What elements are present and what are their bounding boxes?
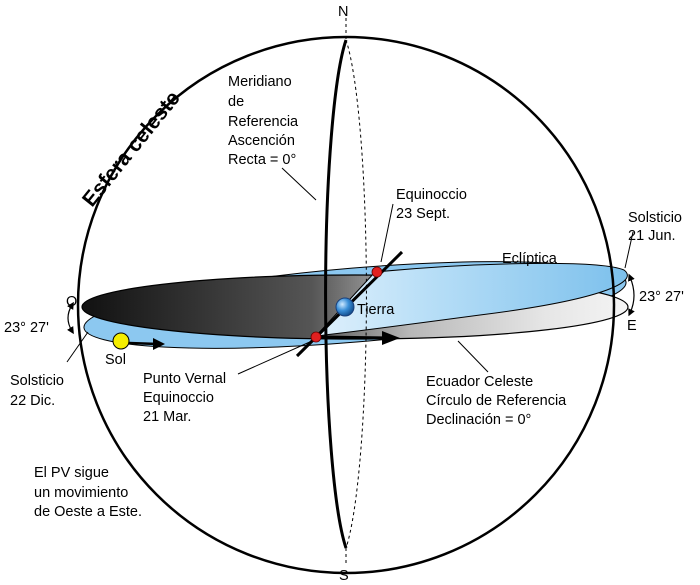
autumn-equinox-dot xyxy=(371,266,383,278)
note-line-1: El PV sigue xyxy=(34,465,109,481)
south-pole-label: S xyxy=(339,568,349,584)
vernal-leader xyxy=(237,340,313,375)
sun-label: Sol xyxy=(105,352,126,368)
equator-direction-arrow xyxy=(317,335,393,340)
angle-right-label: 23° 27' xyxy=(639,289,684,305)
meridian-line-5: Recta = 0° xyxy=(228,152,296,168)
vernal-equinox-dot xyxy=(310,331,322,343)
meridian-line-3: Referencia xyxy=(228,114,299,130)
meridian-line-2: de xyxy=(228,94,244,110)
ecliptic-label: Eclíptica xyxy=(502,251,558,267)
sept-equinox-line-1: Equinoccio xyxy=(396,187,467,203)
equator-line-1: Ecuador Celeste xyxy=(426,374,533,390)
vernal-point-line-1: Punto Vernal xyxy=(143,371,226,387)
note-line-2: un movimiento xyxy=(34,485,128,501)
equator-line-2: Círculo de Referencia xyxy=(426,393,567,409)
solstice-jun-line-2: 21 Jun. xyxy=(628,228,676,244)
equator-leader xyxy=(457,340,489,373)
diagram-title: Esfera celeste xyxy=(78,87,185,211)
equator-arrow-head xyxy=(382,331,400,345)
solstice-jun-leader xyxy=(624,231,634,269)
vernal-point-line-2: Equinoccio xyxy=(143,390,214,406)
solstice-jun-line-1: Solsticio xyxy=(628,210,682,226)
solstice-dec-line-1: Solsticio xyxy=(10,373,64,389)
meridian-line-4: Ascención xyxy=(228,133,295,149)
west-label: O xyxy=(66,294,77,310)
solstice-dec-line-2: 22 Dic. xyxy=(10,393,55,409)
earth-icon xyxy=(335,297,355,317)
sun-icon xyxy=(112,332,130,350)
ecliptic-plane-front xyxy=(314,262,628,337)
angle-arrow-right xyxy=(628,273,635,317)
meridian-leader xyxy=(281,167,317,201)
solstice-dec-leader xyxy=(66,331,89,363)
east-label: E xyxy=(627,318,637,334)
equator-line-3: Declinación = 0° xyxy=(426,412,531,428)
angle-left-label: 23° 27' xyxy=(4,320,49,336)
vernal-point-line-3: 21 Mar. xyxy=(143,409,191,425)
sept-leader xyxy=(380,203,394,263)
earth-label: Tierra xyxy=(357,302,395,318)
angle-arrow-left xyxy=(67,301,74,335)
meridian-line-1: Meridiano xyxy=(228,74,292,90)
sept-equinox-line-2: 23 Sept. xyxy=(396,206,450,222)
north-pole-label: N xyxy=(338,4,348,20)
note-line-3: de Oeste a Este. xyxy=(34,504,142,520)
sun-arrow-head xyxy=(153,338,165,350)
meridian-front xyxy=(324,39,348,549)
